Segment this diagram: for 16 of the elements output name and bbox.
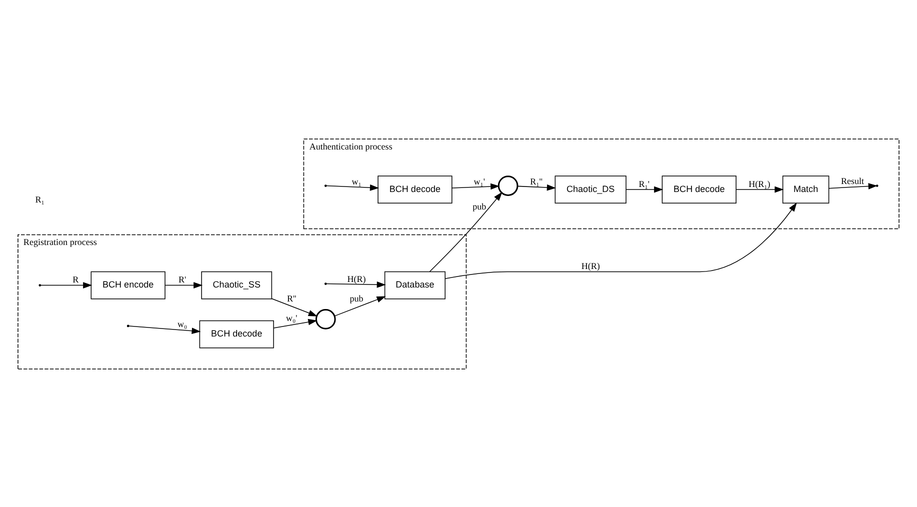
edge-label: H(R) bbox=[347, 273, 366, 284]
edge-label: Result bbox=[841, 175, 864, 186]
label: R₁ bbox=[35, 194, 44, 204]
edge-label: w₀ bbox=[178, 318, 188, 329]
edge-label: w₁ bbox=[352, 176, 362, 186]
edge-label: H(R) bbox=[581, 260, 600, 271]
edge-label: w₁' bbox=[474, 176, 486, 186]
edge-label: R bbox=[72, 274, 79, 284]
edge-label: R'' bbox=[287, 293, 296, 304]
edge-label: R₁'' bbox=[530, 176, 543, 186]
edge-label: R' bbox=[178, 274, 186, 284]
edge-label: R₁' bbox=[638, 178, 650, 188]
edge-label: H(R₁) bbox=[748, 178, 770, 188]
edge-label: pub bbox=[472, 201, 486, 212]
edge-label: pub bbox=[350, 293, 364, 304]
edge-label: w₀' bbox=[286, 312, 298, 323]
